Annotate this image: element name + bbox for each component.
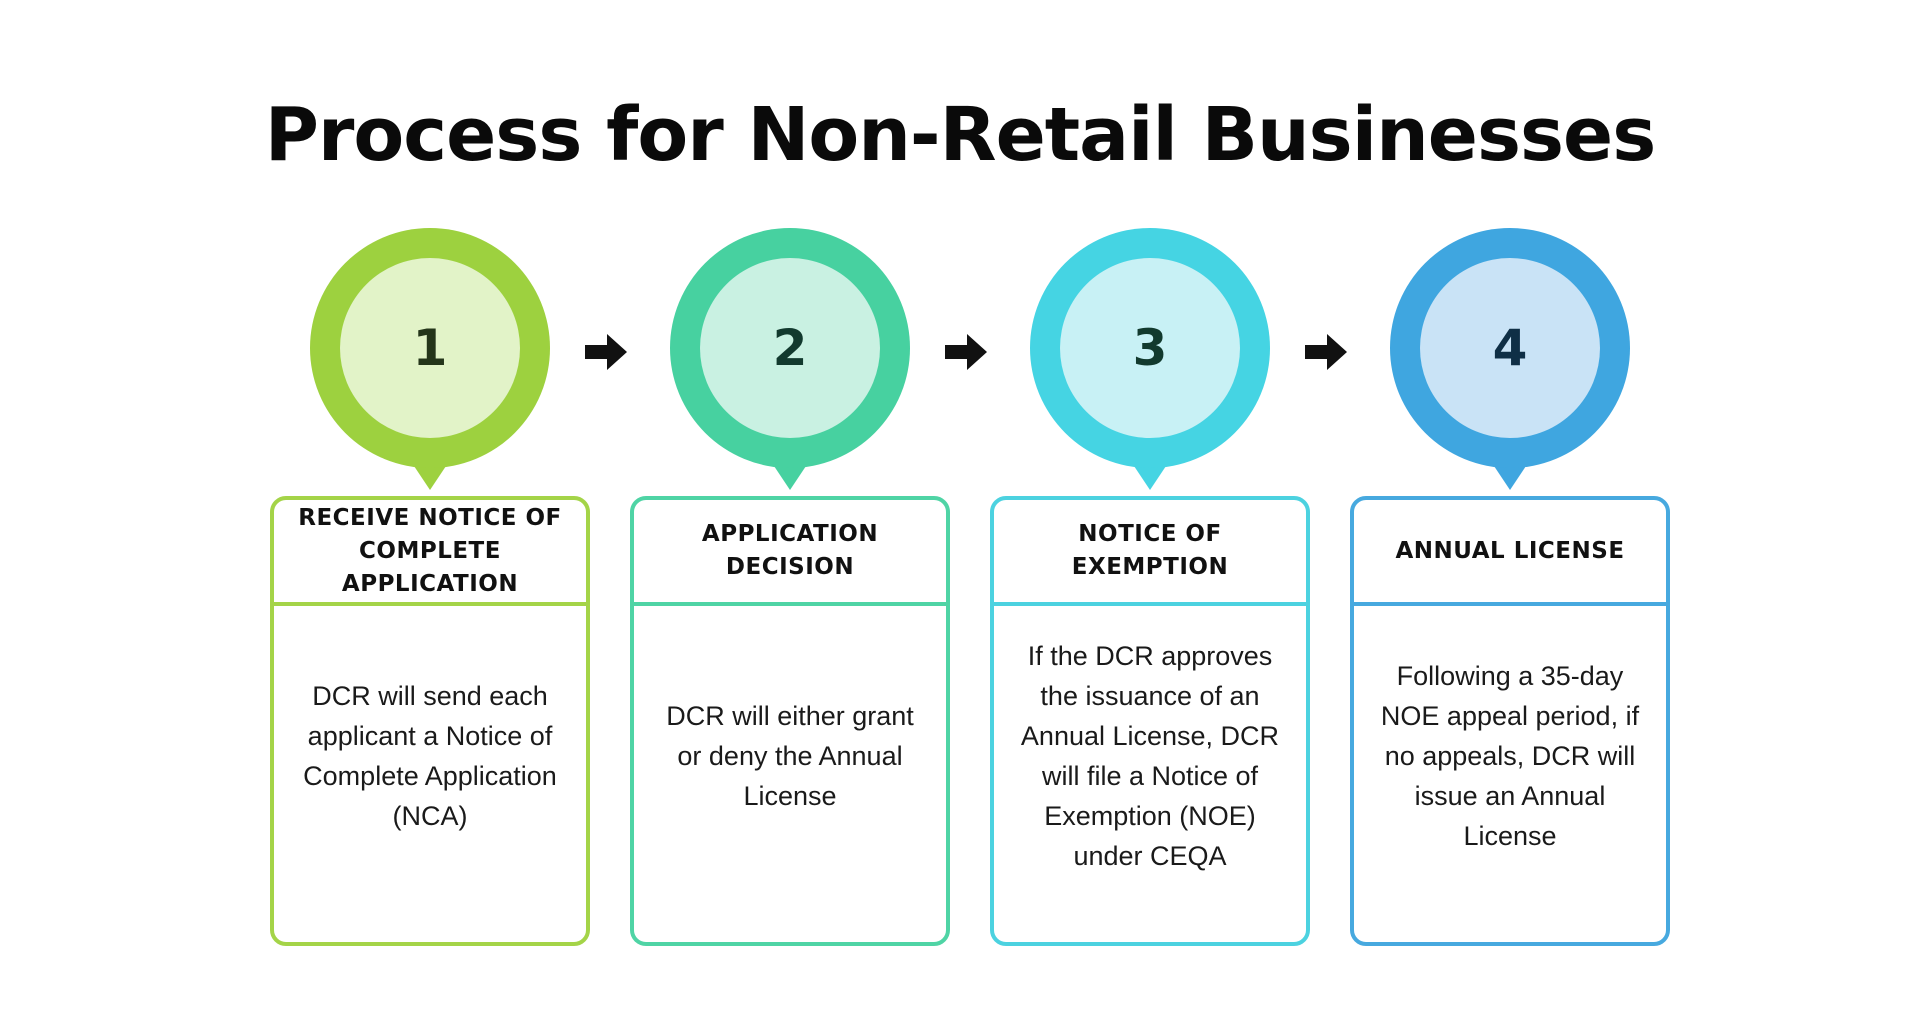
step-card: RECEIVE NOTICE OF COMPLETE APPLICATION DC… xyxy=(270,496,590,946)
step-card: ANNUAL LICENSE Following a 35-day NOE app… xyxy=(1350,496,1670,946)
arrow-right-icon xyxy=(945,334,987,370)
arrow-right-icon xyxy=(585,334,627,370)
step-card-header: ANNUAL LICENSE xyxy=(1354,500,1666,606)
step-description: DCR will either grant or deny the Annual… xyxy=(666,701,914,811)
step-card-body: If the DCR approves the issuance of an A… xyxy=(994,606,1306,942)
step-heading: RECEIVE NOTICE OF COMPLETE APPLICATION xyxy=(298,504,562,597)
pin-shape xyxy=(1030,228,1270,490)
pin-inner-circle xyxy=(1420,258,1600,438)
step-card-header: NOTICE OF EXEMPTION xyxy=(994,500,1306,606)
pin-shape xyxy=(670,228,910,490)
step-number: 4 xyxy=(1492,319,1528,377)
arrow-shape xyxy=(585,334,627,370)
step-heading: NOTICE OF EXEMPTION xyxy=(1071,521,1229,580)
step-card-body: Following a 35-day NOE appeal period, if… xyxy=(1354,606,1666,942)
step-card: NOTICE OF EXEMPTION If the DCR approves t… xyxy=(990,496,1310,946)
step-card: APPLICATION DECISION DCR will either gran… xyxy=(630,496,950,946)
step-card-header: APPLICATION DECISION xyxy=(634,500,946,606)
step-heading: ANNUAL LICENSE xyxy=(1395,537,1625,564)
step-pin-marker: 4 xyxy=(1390,228,1630,490)
step-pin-marker: 3 xyxy=(1030,228,1270,490)
pin-shape xyxy=(1390,228,1630,490)
arrow-shape xyxy=(945,334,987,370)
pin-shape xyxy=(310,228,550,490)
step-card-header: RECEIVE NOTICE OF COMPLETE APPLICATION xyxy=(274,500,586,606)
pin-inner-circle xyxy=(340,258,520,438)
step-number: 2 xyxy=(772,319,808,377)
pin-inner-circle xyxy=(700,258,880,438)
step-card-body: DCR will either grant or deny the Annual… xyxy=(634,606,946,942)
step-pin-marker: 1 xyxy=(310,228,550,490)
page-title: Process for Non-Retail Businesses xyxy=(264,92,1657,178)
step-description: Following a 35-day NOE appeal period, if… xyxy=(1380,661,1640,851)
arrow-right-icon xyxy=(1305,334,1347,370)
arrow-shape xyxy=(1305,334,1347,370)
step-heading: APPLICATION DECISION xyxy=(701,521,879,580)
step-pin-marker: 2 xyxy=(670,228,910,490)
step-description: If the DCR approves the issuance of an A… xyxy=(1020,641,1280,871)
step-card-body: DCR will send each applicant a Notice of… xyxy=(274,606,586,942)
step-number: 1 xyxy=(412,319,448,377)
step-description: DCR will send each applicant a Notice of… xyxy=(303,681,557,831)
step-number: 3 xyxy=(1132,319,1168,377)
pin-inner-circle xyxy=(1060,258,1240,438)
